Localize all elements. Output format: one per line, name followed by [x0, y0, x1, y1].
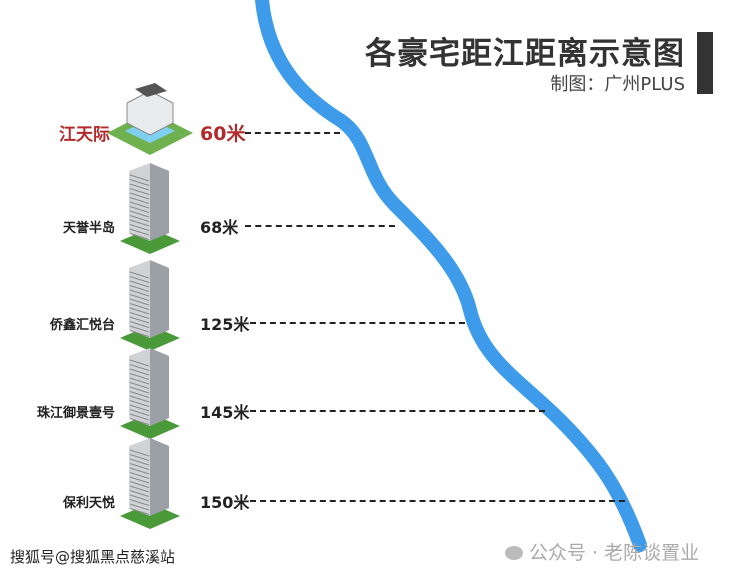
building-row: 珠江御景壹号 145米 [0, 348, 740, 439]
building-name: 侨鑫汇悦台 [49, 318, 115, 333]
distance-label: 68米 [200, 218, 239, 237]
tower-icon [115, 436, 185, 535]
distance-dash-line [245, 225, 395, 227]
building-row: 侨鑫汇悦台 125米 [0, 260, 740, 351]
building-name: 江天际 [59, 125, 110, 145]
distance-label: 150米 [200, 493, 250, 512]
distance-label: 145米 [200, 403, 250, 422]
distance-label: 60米 [200, 123, 246, 145]
distance-dash-line [250, 322, 465, 324]
watermark-left: 搜狐号@搜狐黑点慈溪站 [10, 548, 176, 566]
building-row: 江天际 60米 [0, 83, 740, 155]
watermark-right: 公众号 · 老陈谈置业 [505, 538, 699, 565]
distance-label: 125米 [200, 315, 250, 334]
villa-icon [105, 83, 195, 167]
building-name: 珠江御景壹号 [36, 406, 115, 421]
distance-dash-line [250, 500, 625, 502]
building-name: 保利天悦 [62, 496, 115, 511]
building-row: 天誉半岛 68米 [0, 163, 740, 254]
distance-dash-line [245, 132, 340, 134]
wechat-icon [505, 546, 523, 560]
building-name: 天誉半岛 [62, 221, 115, 236]
title-accent-bar [697, 32, 713, 94]
tower-icon [115, 346, 185, 445]
tower-icon [115, 258, 185, 357]
building-row: 保利天悦 150米 [0, 438, 740, 529]
chart-subtitle: 制图：广州PLUS [550, 74, 685, 95]
distance-dash-line [250, 410, 545, 412]
tower-icon [115, 161, 185, 260]
chart-title: 各豪宅距江距离示意图 [365, 36, 685, 72]
